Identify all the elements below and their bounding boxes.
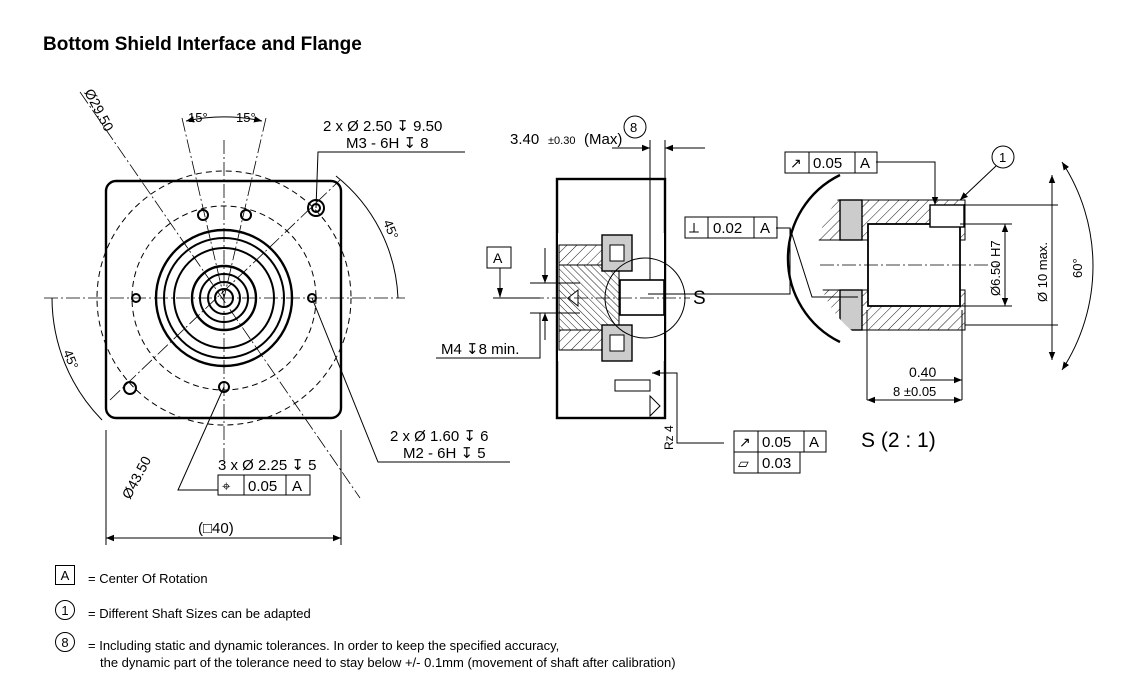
- mounting-holes: [123, 199, 325, 395]
- thread-note: M4 ↧8 min.: [441, 341, 519, 358]
- position-tol-value: 0.05: [248, 478, 277, 495]
- runout-symbol-section: ↗: [739, 434, 751, 450]
- runout-datum-section: A: [809, 434, 819, 451]
- position-tol-symbol: ⌖: [222, 478, 231, 495]
- perp-symbol: ⟂: [689, 220, 699, 237]
- runout-value-section: 0.05: [762, 434, 791, 451]
- legend-text: = Different Shaft Sizes can be adapted: [88, 606, 311, 621]
- depth-label: 8 ±0.05: [893, 384, 936, 399]
- hole-note-3x: 3 x Ø 2.25 ↧ 5: [218, 457, 316, 474]
- perpendicularity-frame: [684, 216, 778, 239]
- note-ref-1: 1: [999, 150, 1006, 165]
- runout-frame-detail: [784, 151, 878, 174]
- flatness-value: 0.03: [762, 455, 791, 472]
- legend-item-datum: A = Center Of Rotation: [53, 565, 813, 595]
- square-size-label: (□40): [198, 520, 234, 537]
- roughness-label: Rz 4: [662, 425, 676, 450]
- legend-text: = Including static and dynamic tolerance…: [88, 638, 560, 653]
- dia-outer-label: Ø29.50: [81, 86, 117, 134]
- runout-datum-detail: A: [860, 155, 870, 172]
- legend: A = Center Of Rotation 1 = Different Sha…: [53, 565, 813, 672]
- gap-dim-value: 3.40: [510, 131, 539, 148]
- position-tol-datum: A: [292, 478, 302, 495]
- note-ref-8-circle: [623, 115, 647, 139]
- position-tolerance-frame: [217, 474, 311, 496]
- hole-note-bottom-1: 2 x Ø 1.60 ↧ 6: [390, 428, 488, 445]
- detail-angle-label: 60°: [1070, 258, 1085, 278]
- front-view: [44, 91, 510, 545]
- runout-symbol-detail: ↗: [790, 155, 802, 171]
- detail-scale-label: S (2 : 1): [861, 429, 936, 452]
- angle-right: 45°: [380, 218, 401, 242]
- depth-small-label: 0.40: [909, 364, 936, 380]
- dia-bolt-label: Ø43.50: [119, 453, 155, 501]
- datum-a-label: A: [493, 250, 503, 266]
- page-title: Bottom Shield Interface and Flange: [43, 34, 362, 55]
- runout-value-detail: 0.05: [813, 155, 842, 172]
- hole-note-bottom-2: M2 - 6H ↧ 5: [403, 445, 486, 462]
- flatness-symbol: ▱: [738, 455, 749, 471]
- runout-frame-section: [733, 430, 827, 474]
- legend-symbol-circle: 8: [55, 632, 75, 652]
- hole-note-top-1: 2 x Ø 2.50 ↧ 9.50: [323, 118, 442, 135]
- flange-outline: [104, 179, 343, 420]
- legend-text: = Center Of Rotation: [88, 571, 208, 586]
- detail-view: [786, 161, 1094, 404]
- detail-marker: S: [693, 288, 706, 309]
- legend-symbol-box: A: [55, 565, 75, 585]
- perp-datum: A: [760, 220, 770, 237]
- max-dia-label: Ø 10 max.: [1035, 242, 1050, 302]
- hole-note-top-2: M3 - 6H ↧ 8: [346, 135, 429, 152]
- gap-dim-tol: ±0.30: [548, 135, 575, 147]
- legend-text-continued: the dynamic part of the tolerance need t…: [100, 655, 676, 670]
- legend-item-tolerance: 8 = Including static and dynamic toleran…: [53, 632, 813, 672]
- angle-left: 45°: [60, 348, 81, 372]
- bolt-circle: [96, 170, 352, 426]
- bore-dia-label: Ø6.50 H7: [988, 240, 1003, 296]
- legend-item-shaft: 1 = Different Shaft Sizes can be adapted: [53, 600, 813, 630]
- angle-top-left: 15°: [188, 110, 208, 125]
- gap-dim-suffix: (Max): [584, 131, 622, 148]
- note-ref-8: 8: [630, 120, 637, 135]
- perp-value: 0.02: [713, 220, 742, 237]
- datum-a-box: [486, 246, 512, 269]
- angle-top-right: 15°: [236, 110, 256, 125]
- section-view: [436, 140, 791, 444]
- legend-symbol-circle: 1: [55, 600, 75, 620]
- note-ref-1-circle: [991, 145, 1015, 169]
